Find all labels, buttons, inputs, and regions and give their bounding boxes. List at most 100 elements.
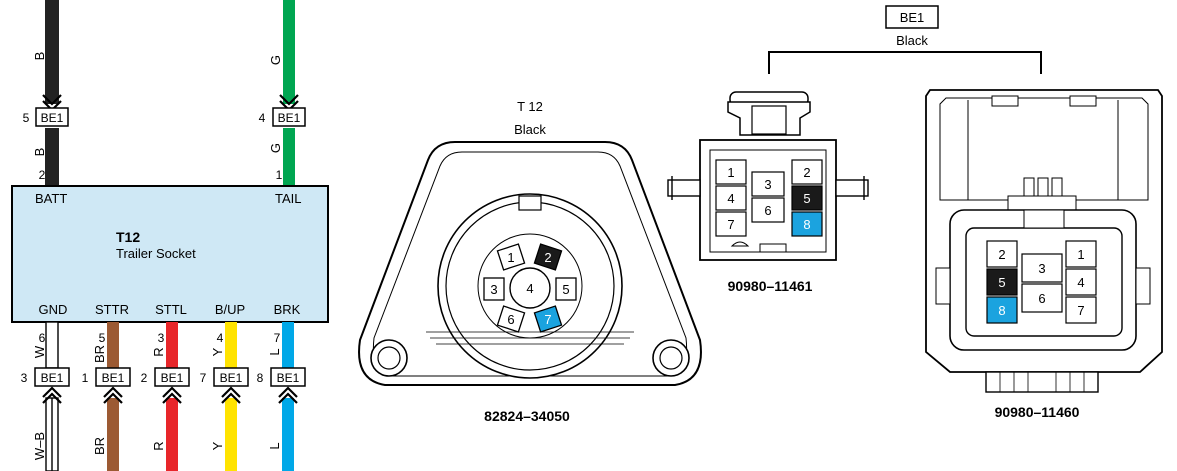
pin-number: 3	[1038, 261, 1045, 276]
wire-sttr: 5 BR BR BE1 1	[82, 322, 131, 471]
socket-pin-label: STTL	[155, 302, 187, 317]
socket-pin-number: 6	[39, 331, 46, 345]
connector-pin: 3	[21, 371, 28, 385]
t12-center-pin	[509, 267, 551, 309]
wire-bup-lower	[225, 398, 237, 471]
pin-number: 3	[764, 177, 771, 192]
wire-color-code: Y	[210, 441, 225, 450]
pin-number: 7	[1077, 303, 1084, 318]
be1-group-label: BE1	[900, 10, 925, 25]
connector-label: BE1	[161, 371, 184, 385]
wire-bup: 4 Y Y BE1 7	[200, 322, 249, 471]
be1-group: BE1 Black	[768, 5, 1042, 74]
wire-brk-lower	[282, 398, 294, 471]
wire-color-code: G	[268, 143, 283, 153]
wire-batt: B B BE1 5 2	[23, 0, 69, 186]
pin-number: 2	[998, 247, 1005, 262]
t12-pin-number: 5	[562, 282, 569, 297]
be1-group-color: Black	[896, 33, 928, 48]
wire-tail-upper	[283, 0, 295, 104]
t12-color: Black	[514, 122, 546, 137]
t12-connector: T 12 Black 1 2 3 4 5 6 7 82824–34050	[358, 99, 702, 424]
wire-bup-upper	[225, 322, 237, 368]
pin-number: 5	[803, 191, 810, 206]
socket-pin-number: 2	[39, 168, 46, 182]
connector-box-be1	[272, 107, 306, 127]
pin-number: 5	[998, 275, 1005, 290]
t12-pin	[483, 277, 505, 301]
connector-label: BE1	[41, 371, 64, 385]
connector-pin: 5	[23, 111, 30, 125]
connector-label: BE1	[102, 371, 125, 385]
wire-sttr-upper	[107, 322, 119, 368]
connector-11460-part-number: 90980–11460	[995, 404, 1080, 420]
t12-pin-highlight-blue	[533, 305, 563, 333]
connector-label: BE1	[277, 371, 300, 385]
t12-pin-number: 7	[544, 312, 551, 327]
t12-pin	[555, 277, 577, 301]
connector-label: BE1	[41, 111, 64, 125]
socket-pin-label: TAIL	[275, 191, 302, 206]
pin-number: 8	[803, 217, 810, 232]
connector-11461: 1 4 7 3 6 2 5 8 90980–11461	[667, 91, 869, 294]
pin-highlight-blue	[986, 296, 1018, 324]
wire-tail-lower	[283, 128, 295, 186]
be1-bracket	[768, 51, 1042, 74]
wire-gnd-upper	[45, 321, 59, 369]
connector-pin: 1	[82, 371, 89, 385]
wire-sttl: 3 R R BE1 2	[141, 322, 190, 471]
socket-pin-number: 4	[217, 331, 224, 345]
wire-color-code: Y	[210, 347, 225, 356]
connector-pin: 4	[259, 111, 266, 125]
t12-title: T 12	[517, 99, 543, 114]
latch-bottom	[985, 371, 1099, 393]
t12-pin-number: 3	[490, 282, 497, 297]
t12-pin	[496, 243, 526, 271]
pin-number: 8	[998, 303, 1005, 318]
wire-sttl-lower	[166, 398, 178, 471]
t12-pin-number: 6	[507, 312, 514, 327]
connector-box-be1	[35, 107, 69, 127]
socket-pin-number: 3	[158, 331, 165, 345]
pin-number: 1	[727, 165, 734, 180]
wire-gnd: 6 W W–B BE1 3	[21, 321, 70, 471]
socket-pin-number: 1	[276, 168, 283, 182]
latch-right	[835, 179, 869, 197]
pin-number: 6	[764, 203, 771, 218]
pin-number: 6	[1038, 291, 1045, 306]
wire-color-code: BR	[92, 345, 107, 363]
wire-tail: G G BE1 4 1	[259, 0, 306, 186]
connector-label: BE1	[278, 111, 301, 125]
socket-pin-number: 5	[99, 331, 106, 345]
pin-number: 1	[1077, 247, 1084, 262]
socket-pin-number: 7	[274, 331, 281, 345]
t12-pin	[496, 305, 526, 333]
wire-sttr-lower	[107, 398, 119, 471]
pin-highlight-black	[986, 268, 1018, 296]
wire-color-code: R	[151, 441, 166, 450]
t12-pin-number: 4	[526, 281, 533, 296]
t12-key-notch	[518, 195, 542, 211]
connector-11461-part-number: 90980–11461	[728, 278, 813, 294]
wire-color-code: B	[32, 148, 47, 157]
pin-highlight-blue	[791, 211, 823, 237]
connector-box-be1	[95, 367, 131, 387]
wire-color-code: L	[267, 442, 282, 449]
pin-number: 2	[803, 165, 810, 180]
socket-pin-label: STTR	[95, 302, 129, 317]
t12-pin-number: 1	[507, 250, 514, 265]
connector-box-be1	[154, 367, 190, 387]
socket-pin-label: B/UP	[215, 302, 245, 317]
wire-color-code: L	[267, 348, 282, 355]
wire-color-code: W–B	[32, 432, 47, 460]
socket-name: Trailer Socket	[116, 246, 196, 261]
wire-brk-upper	[282, 322, 294, 368]
pin-number: 4	[727, 191, 734, 206]
connector-pin: 7	[200, 371, 207, 385]
connector-box-be1	[213, 367, 249, 387]
wire-color-code: G	[268, 55, 283, 65]
pin-number: 4	[1077, 275, 1084, 290]
pin-highlight-black	[791, 185, 823, 211]
socket-pin-label: BATT	[35, 191, 67, 206]
